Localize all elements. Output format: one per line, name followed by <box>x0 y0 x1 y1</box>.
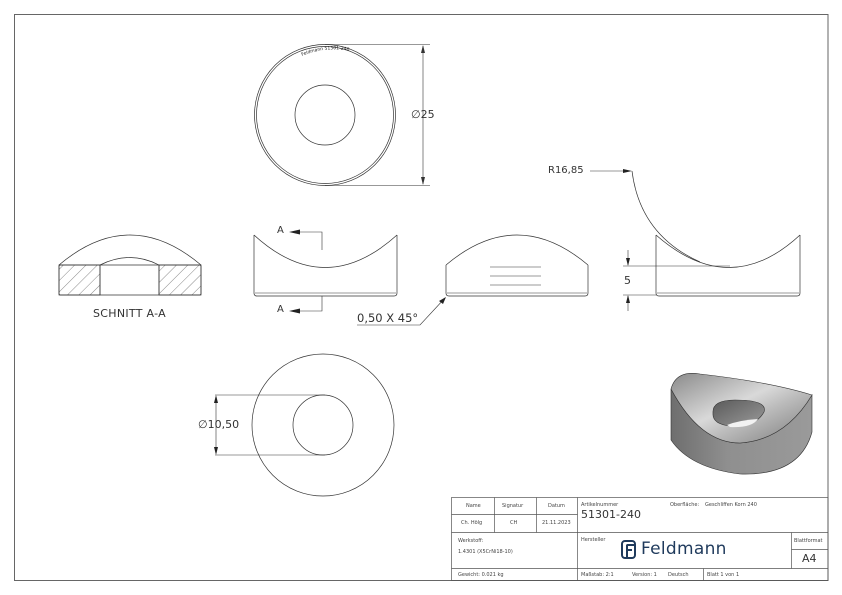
feldmann-logo: Feldmann <box>621 539 727 559</box>
value-date: 21.11.2023 <box>542 520 571 526</box>
feldmann-logo-icon <box>621 539 636 559</box>
diameter-25-label: ∅25 <box>411 108 435 121</box>
iso-view <box>670 373 813 475</box>
language: Deutsch <box>668 572 689 578</box>
value-name: Ch. Hölg <box>461 520 483 526</box>
surface-value: Geschliffen Korn 240 <box>705 502 757 508</box>
top-view <box>254 44 430 186</box>
article-number: 51301-240 <box>581 508 641 521</box>
title-block-grid <box>451 497 829 581</box>
section-marker-bottom: A <box>277 304 284 315</box>
hole-diameter-label: ∅10,50 <box>198 418 240 431</box>
manufacturer-label: Hersteller <box>581 537 606 543</box>
header-date: Datum <box>548 503 565 509</box>
sheet-border <box>14 14 829 581</box>
side-view <box>357 234 589 326</box>
surface-label: Oberfläche: <box>670 502 700 508</box>
bottom-view <box>214 353 395 497</box>
header-name: Name <box>466 503 481 509</box>
sheet-format-value: A4 <box>802 552 817 565</box>
height-label: 5 <box>624 274 631 287</box>
header-signature: Signatur <box>502 503 524 509</box>
material-label: Werkstoff: <box>458 538 484 544</box>
radius-label: R16,85 <box>548 165 584 176</box>
material-value: 1.4301 (X5CrNi18-10) <box>458 549 513 555</box>
value-signature: CH <box>510 520 518 526</box>
section-title: SCHNITT A-A <box>93 307 166 320</box>
weight: Gewicht: 0.021 kg <box>458 572 504 578</box>
feldmann-logo-text: Feldmann <box>641 539 727 559</box>
chamfer-label: 0,50 X 45° <box>357 311 419 325</box>
scale: Maßstab: 2:1 <box>581 572 614 578</box>
article-label: Artikelnummer <box>581 502 619 508</box>
sheet-format-label: Blattformat <box>794 538 823 544</box>
section-marker-top: A <box>277 225 284 236</box>
version: Version: 1 <box>632 572 657 578</box>
section-view <box>58 234 202 296</box>
front-view <box>253 229 398 314</box>
right-view <box>590 169 801 311</box>
sheet-number: Blatt 1 von 1 <box>707 572 740 578</box>
